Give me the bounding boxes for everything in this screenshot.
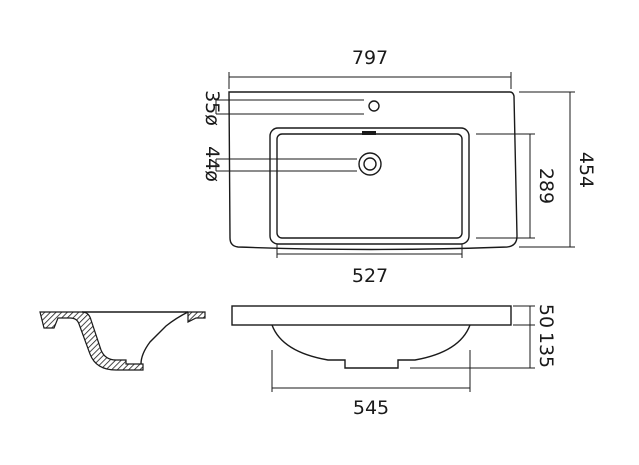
dim-35-label: 35ø [201, 90, 223, 126]
dim-454-label: 454 [575, 152, 597, 188]
basin-outline-top [228, 91, 518, 251]
section-rim-lip [187, 311, 206, 323]
dim-50-label: 50 [535, 304, 557, 328]
tap-hole [368, 100, 380, 112]
waste-hole-inner [363, 157, 377, 171]
dim-797-label: 797 [352, 47, 388, 69]
section-inner-bowl-curve [82, 311, 189, 365]
front-view: 50 135 545 [231, 304, 557, 419]
overflow-slot [362, 131, 376, 135]
dim-44-label: 44ø [201, 146, 223, 182]
dim-289-label: 289 [535, 168, 557, 204]
top-view: 797 35ø 44ø 289 454 527 [201, 47, 597, 287]
dim-135-label: 135 [535, 332, 557, 368]
bowl-outline-inner [276, 133, 463, 239]
waste-hole-outer [358, 152, 382, 176]
front-bowl-underside [271, 324, 471, 369]
dim-527-label: 527 [352, 265, 388, 287]
dim-545-label: 545 [353, 397, 389, 419]
section-hatched-profile [39, 311, 144, 371]
bowl-outline-outer [269, 127, 470, 245]
section-view [39, 311, 206, 371]
front-rim [231, 305, 512, 326]
